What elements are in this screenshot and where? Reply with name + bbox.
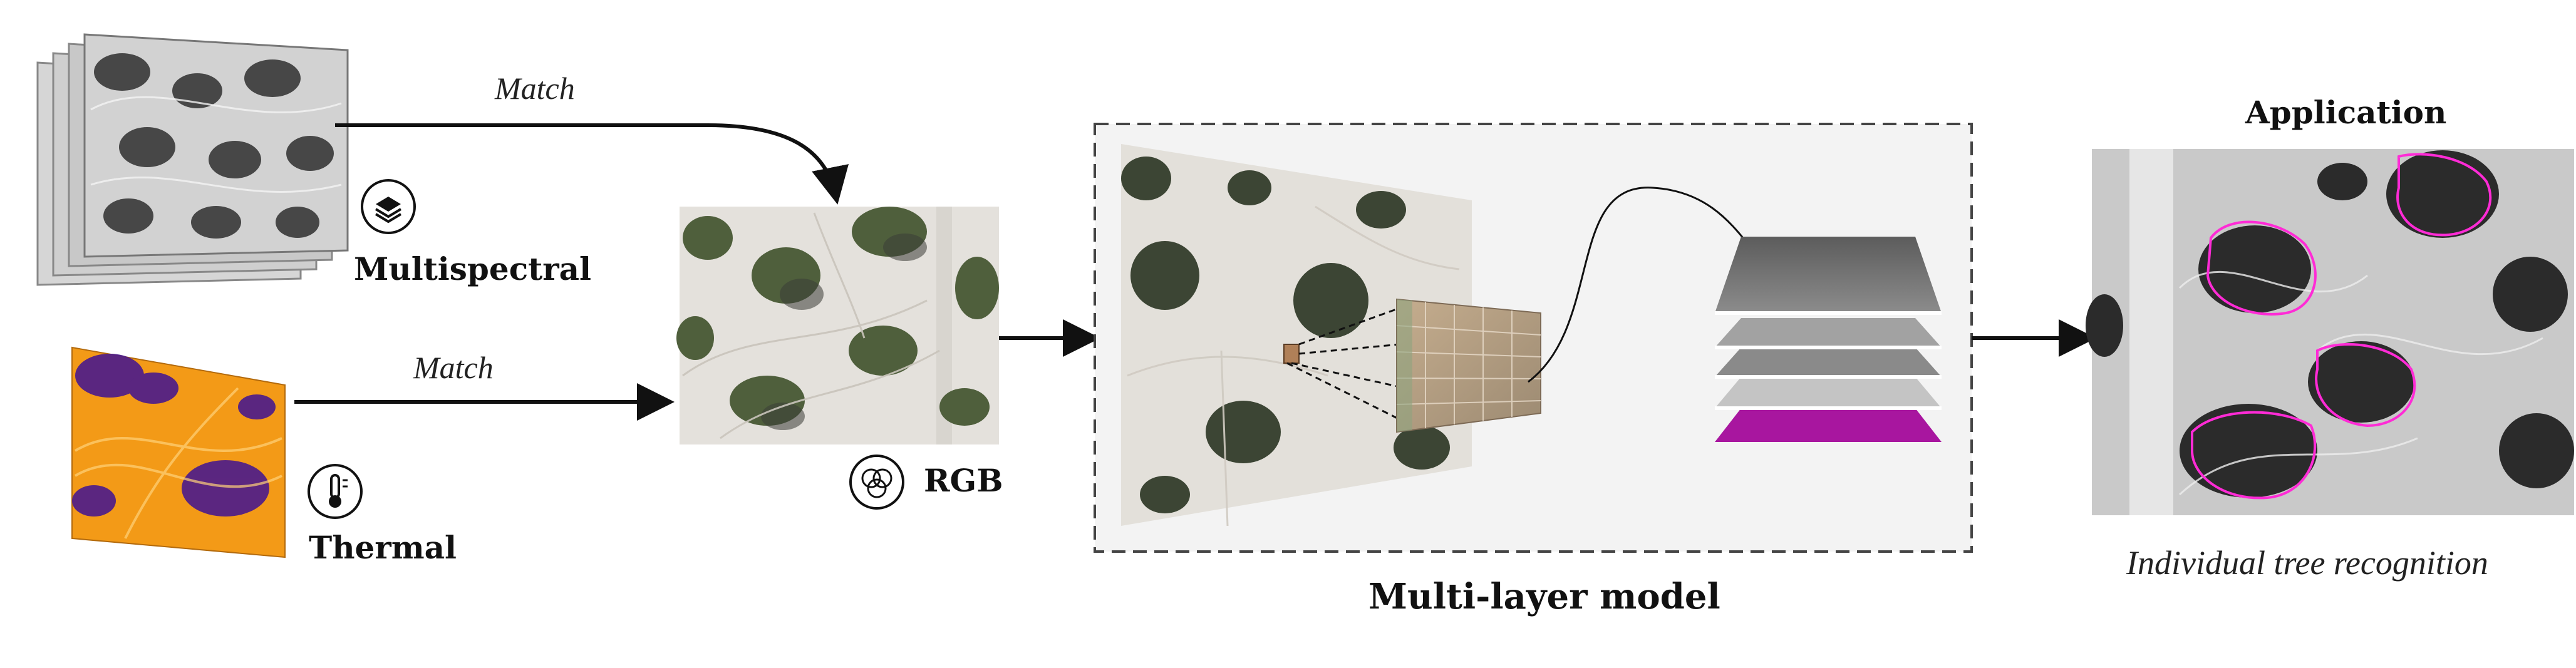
model-input-image [1121, 144, 1472, 527]
tree-outline-3 [2315, 343, 2416, 428]
application-image [2086, 149, 2574, 515]
layer-stack [1715, 237, 1942, 442]
layer-4 [1715, 377, 1942, 408]
match-label-multispectral: Match [495, 71, 575, 106]
layers-icon [361, 179, 416, 234]
application-caption: Individual tree recognition [2126, 544, 2488, 582]
thermal-image [71, 346, 286, 558]
match-arrow-multispectral [335, 123, 849, 205]
multispectral-label: Multispectral [354, 250, 591, 287]
rgb-label: RGB [924, 462, 1003, 499]
arrow-grid-to-layers [1528, 187, 1752, 383]
layer-5 [1715, 408, 1942, 442]
layer-3 [1715, 347, 1942, 377]
rgb-image [676, 207, 999, 444]
receptive-field-patch [1283, 344, 1300, 364]
thermal-label: Thermal [309, 529, 457, 566]
layer-1 [1715, 237, 1942, 313]
tree-outline-4 [2191, 411, 2317, 500]
layer-2 [1715, 318, 1942, 347]
application-title: Application [2245, 94, 2447, 131]
feature-grid [1396, 298, 1541, 433]
match-label-thermal: Match [413, 350, 494, 385]
tree-outline-1 [2206, 220, 2317, 316]
tree-outline-2 [2396, 153, 2492, 237]
multispectral-stack [36, 33, 349, 286]
rgb-circles-icon [849, 455, 904, 510]
projection-lines [1286, 307, 1400, 421]
model-title: Multi-layer model [1368, 576, 1720, 617]
thermometer-icon [308, 464, 363, 519]
